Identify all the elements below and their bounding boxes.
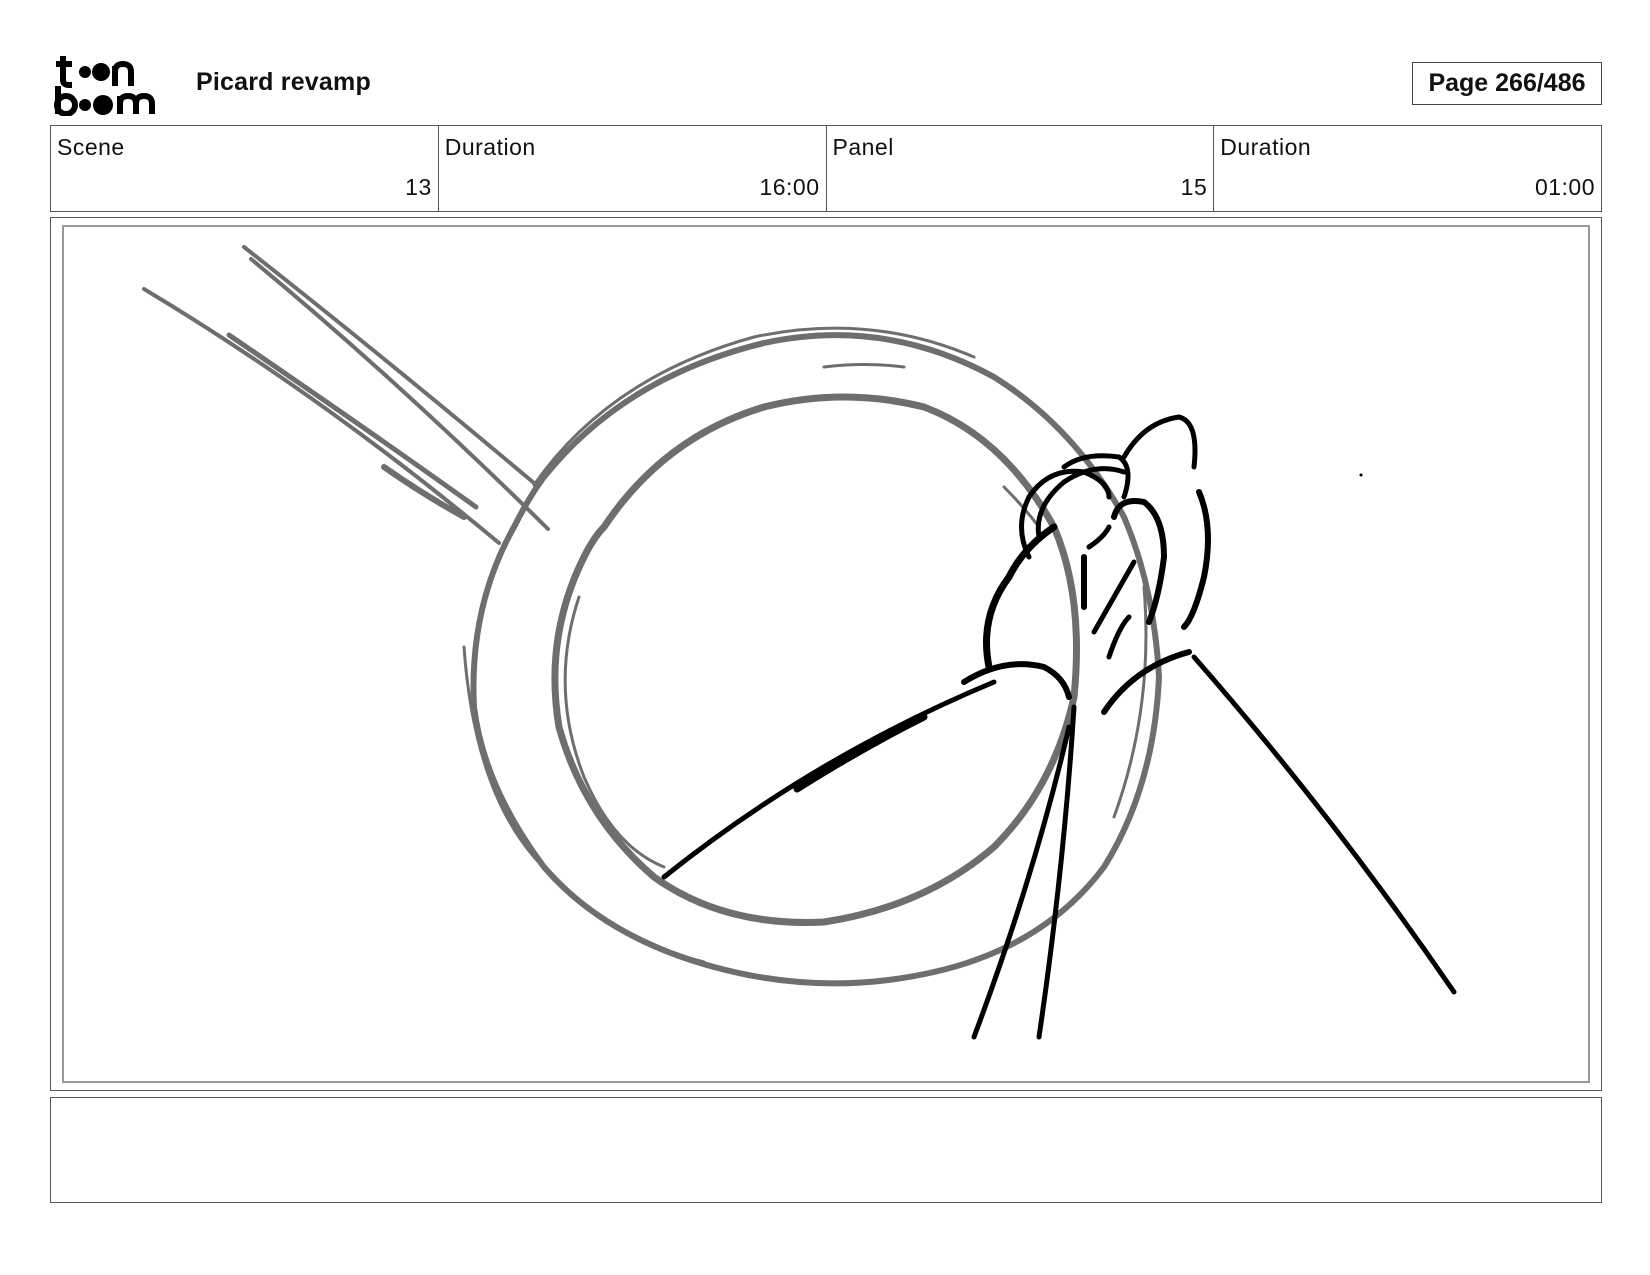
project-title: Picard revamp — [196, 68, 371, 96]
panel-duration-cell: Duration 01:00 — [1213, 126, 1601, 211]
hand-arm-sketch — [661, 414, 1457, 1040]
page-indicator: Page 266/486 — [1412, 62, 1602, 105]
scene-duration-label: Duration — [444, 134, 536, 160]
toonboom-logo — [53, 52, 171, 116]
panel-cell: Panel 15 — [825, 126, 1214, 211]
storyboard-panel-image — [62, 225, 1590, 1083]
sketch-drawing — [142, 245, 1457, 1040]
magnifying-glass-sketch — [142, 245, 1162, 987]
scene-cell: Scene 13 — [51, 126, 438, 211]
logo-mark — [54, 56, 155, 116]
storyboard-panel-frame — [50, 217, 1602, 1091]
scene-duration-value: 16:00 — [759, 174, 820, 200]
panel-value: 15 — [1180, 174, 1208, 200]
panel-duration-label: Duration — [1220, 134, 1312, 160]
panel-notes-box — [50, 1097, 1602, 1203]
scene-duration-cell: Duration 16:00 — [437, 126, 826, 211]
panel-label: Panel — [832, 134, 894, 160]
panel-info-table: Scene 13 Duration 16:00 Panel 15 Duratio… — [50, 125, 1602, 212]
scene-value: 13 — [405, 174, 432, 200]
scene-label: Scene — [57, 134, 125, 160]
panel-duration-value: 01:00 — [1534, 174, 1595, 200]
sketch-speck — [1359, 473, 1363, 477]
